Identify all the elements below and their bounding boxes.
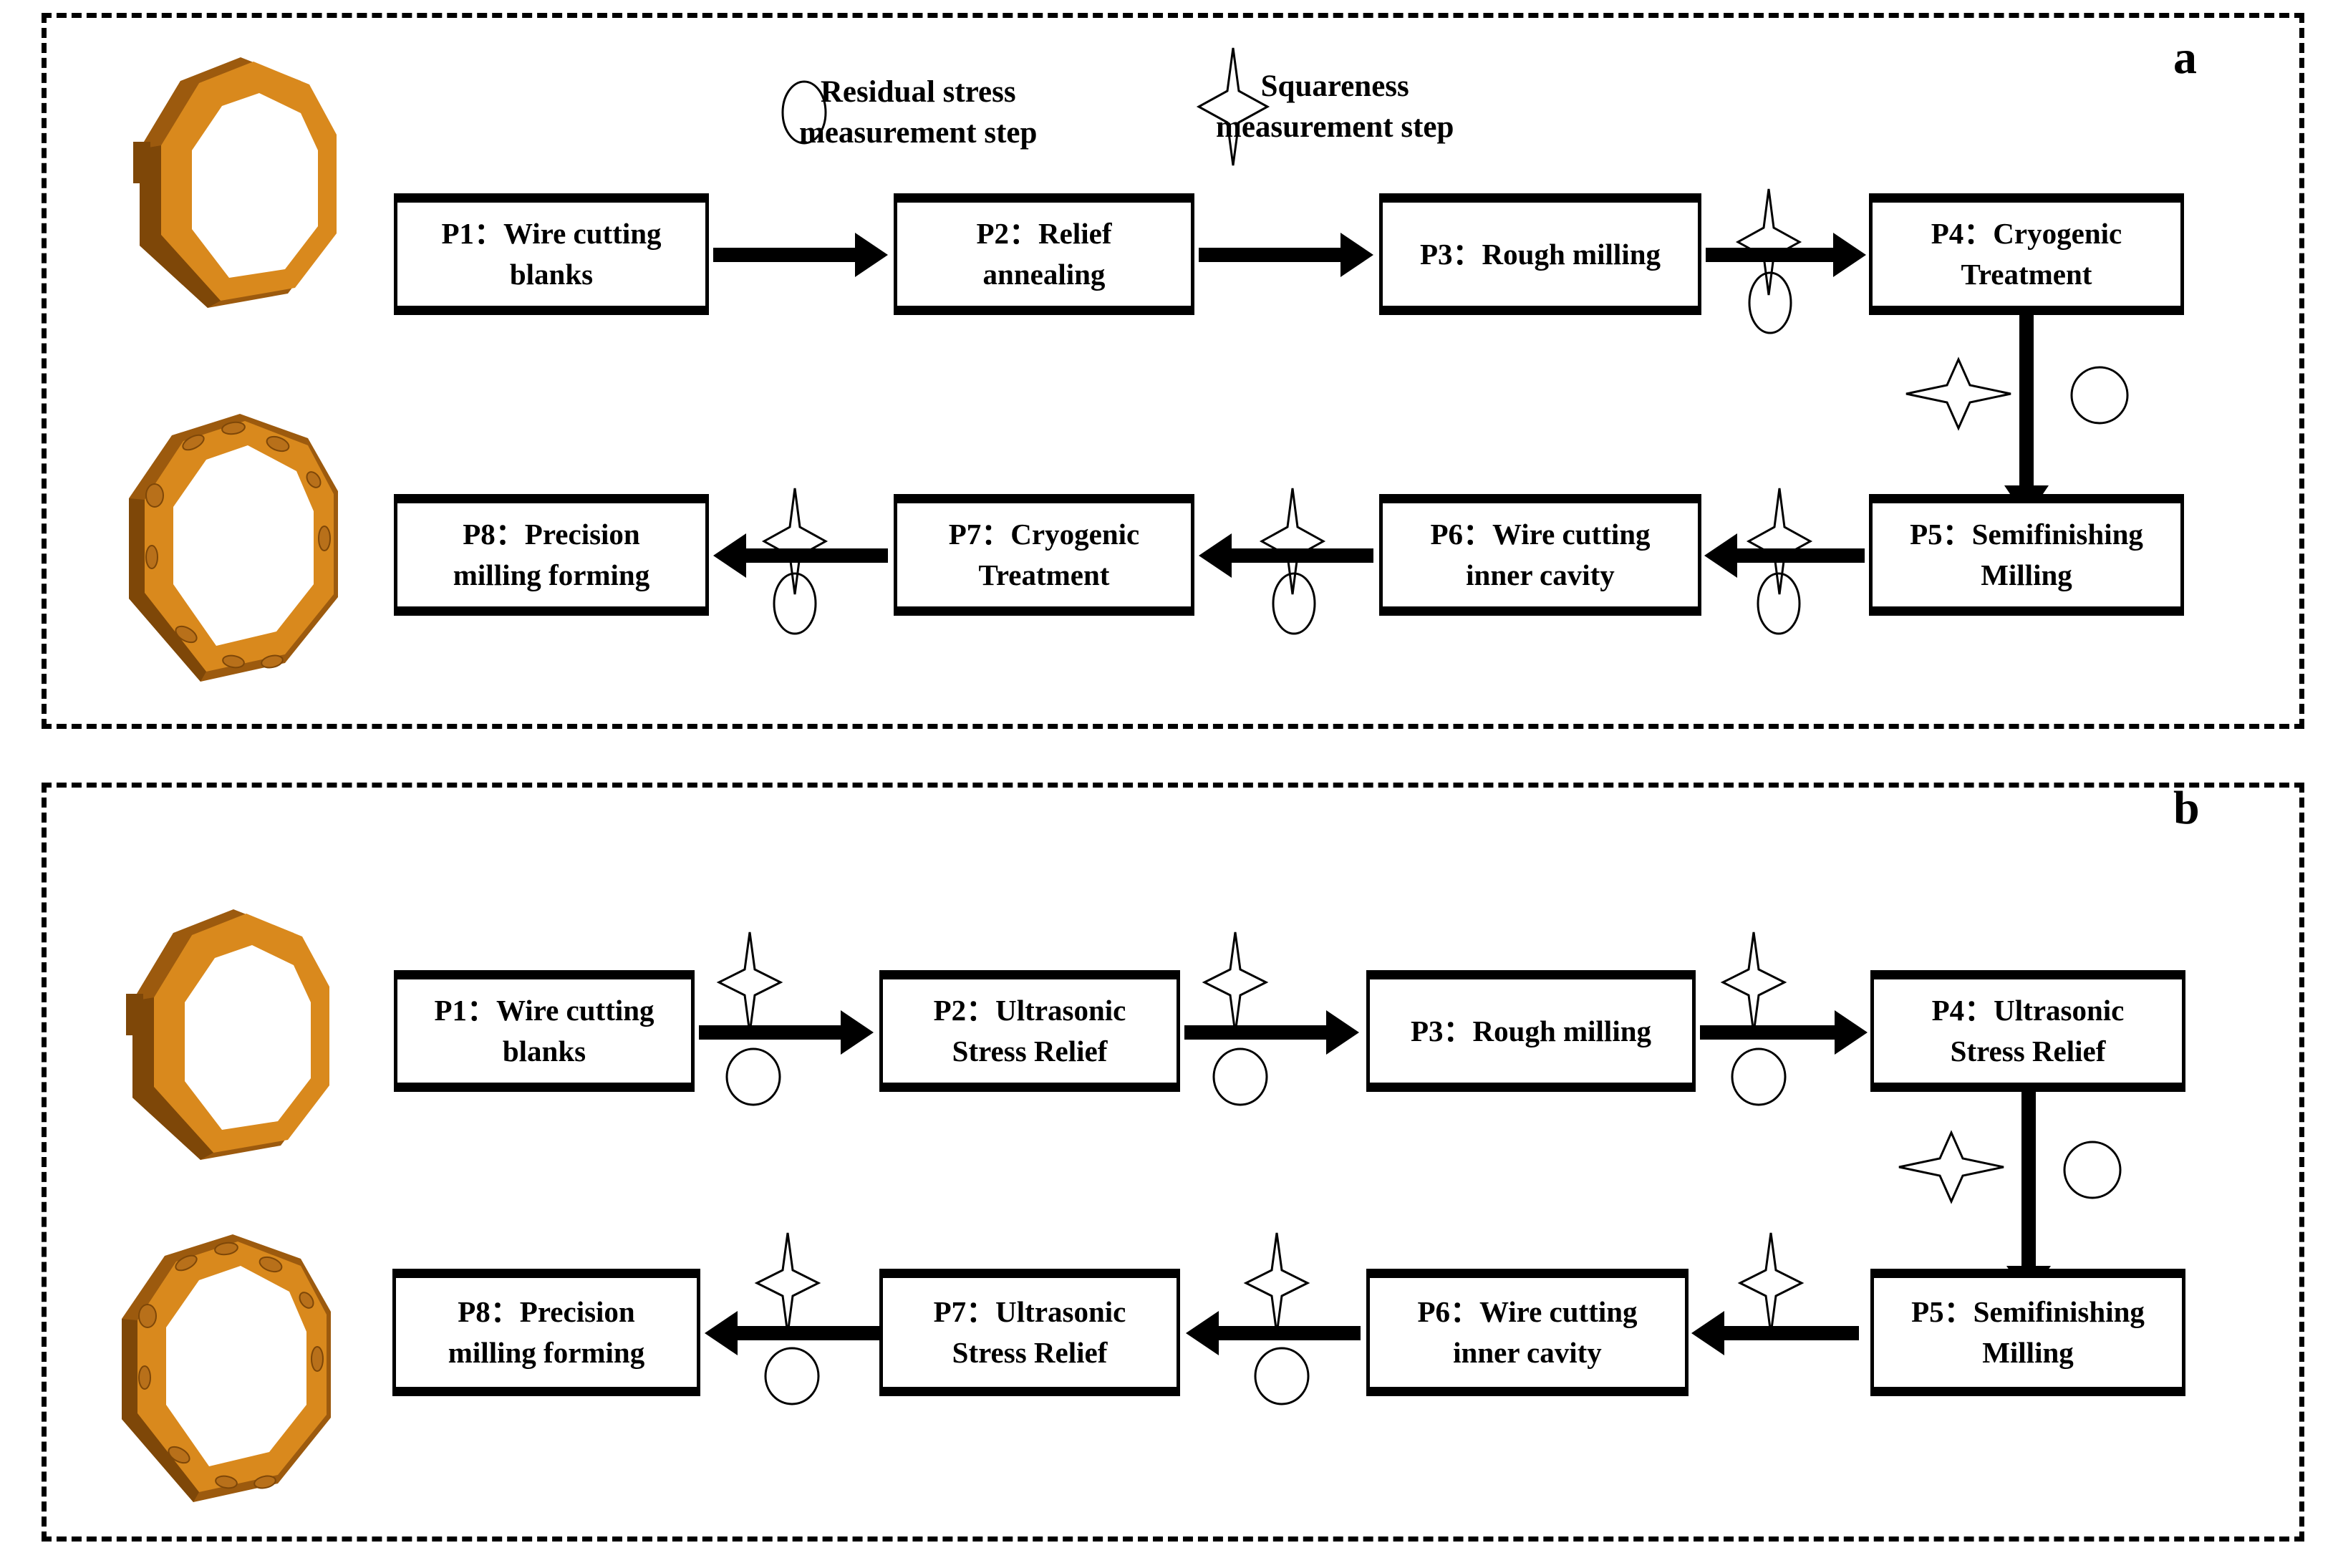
arrow-P2-P3-a	[1199, 248, 1342, 262]
arrow-P4-P5-a	[2019, 315, 2034, 487]
star-marker-P6-P7-a	[1259, 487, 1326, 596]
star-marker-P4-P5-a	[1905, 357, 2012, 431]
arrow-P7-P8-a	[745, 548, 888, 563]
circle-marker-P2-P3-b	[1212, 1047, 1269, 1107]
circle-marker-P6-P7-a	[1271, 571, 1317, 636]
arrow-P6-P7-b	[1217, 1326, 1361, 1340]
star-marker-P3-P4-b	[1720, 931, 1787, 1035]
arrow-P1-P2-b	[699, 1025, 842, 1040]
process-box-P3-a[interactable]: P3：Rough milling	[1379, 193, 1701, 315]
star-marker-P2-P3-b	[1202, 931, 1269, 1035]
star-marker-P7-P8-a	[761, 487, 828, 596]
arrow-P6-P7-a	[1230, 548, 1373, 563]
star-marker-P6-P7-b	[1243, 1231, 1310, 1335]
arrow-P2-P3-b	[1184, 1025, 1328, 1040]
blank-ring-3d-b	[93, 894, 351, 1166]
panel-b-letter: b	[2173, 782, 2200, 834]
arrow-P1-P2-a	[713, 248, 856, 262]
star-marker-P4-P5-b	[1898, 1130, 2005, 1204]
arrow-P3-P4-a	[1706, 248, 1835, 262]
arrow-P7-P8-b	[736, 1326, 879, 1340]
circle-marker-P4-P5-b	[2062, 1140, 2122, 1200]
process-box-P3-b[interactable]: P3：Rough milling	[1366, 970, 1696, 1092]
star-marker-P5-P6-a	[1746, 487, 1813, 596]
circle-marker-P3-P4-b	[1730, 1047, 1787, 1107]
arrow-P3-P4-b	[1700, 1025, 1836, 1040]
arrow-P5-P6-b	[1723, 1326, 1859, 1340]
circle-marker-P3-P4-a	[1747, 271, 1793, 335]
circle-marker-P5-P6-a	[1756, 571, 1802, 636]
panel-a	[42, 13, 2304, 729]
circle-marker-P1-P2-b	[725, 1047, 782, 1107]
circle-marker-P7-P8-b	[763, 1346, 821, 1406]
star-marker-P7-P8-b	[754, 1231, 821, 1335]
arrow-P4-P5-b	[2021, 1092, 2036, 1267]
machined-ring-3d-a	[93, 405, 365, 692]
circle-marker-P4-P5-a	[2069, 365, 2130, 425]
circle-marker-P6-P7-b	[1253, 1346, 1310, 1406]
star-marker-P5-P6-b	[1737, 1231, 1805, 1335]
circle-marker-icon	[781, 79, 828, 145]
star-marker-P1-P2-b	[716, 931, 783, 1035]
panel-b	[42, 783, 2304, 1542]
star-marker-P3-P4-a	[1735, 188, 1802, 296]
star-marker-icon	[1196, 47, 1270, 167]
circle-marker-P7-P8-a	[772, 571, 818, 636]
blank-ring-3d-a	[100, 42, 358, 314]
panel-a-letter: a	[2173, 32, 2197, 84]
machined-ring-3d-b	[86, 1226, 358, 1512]
